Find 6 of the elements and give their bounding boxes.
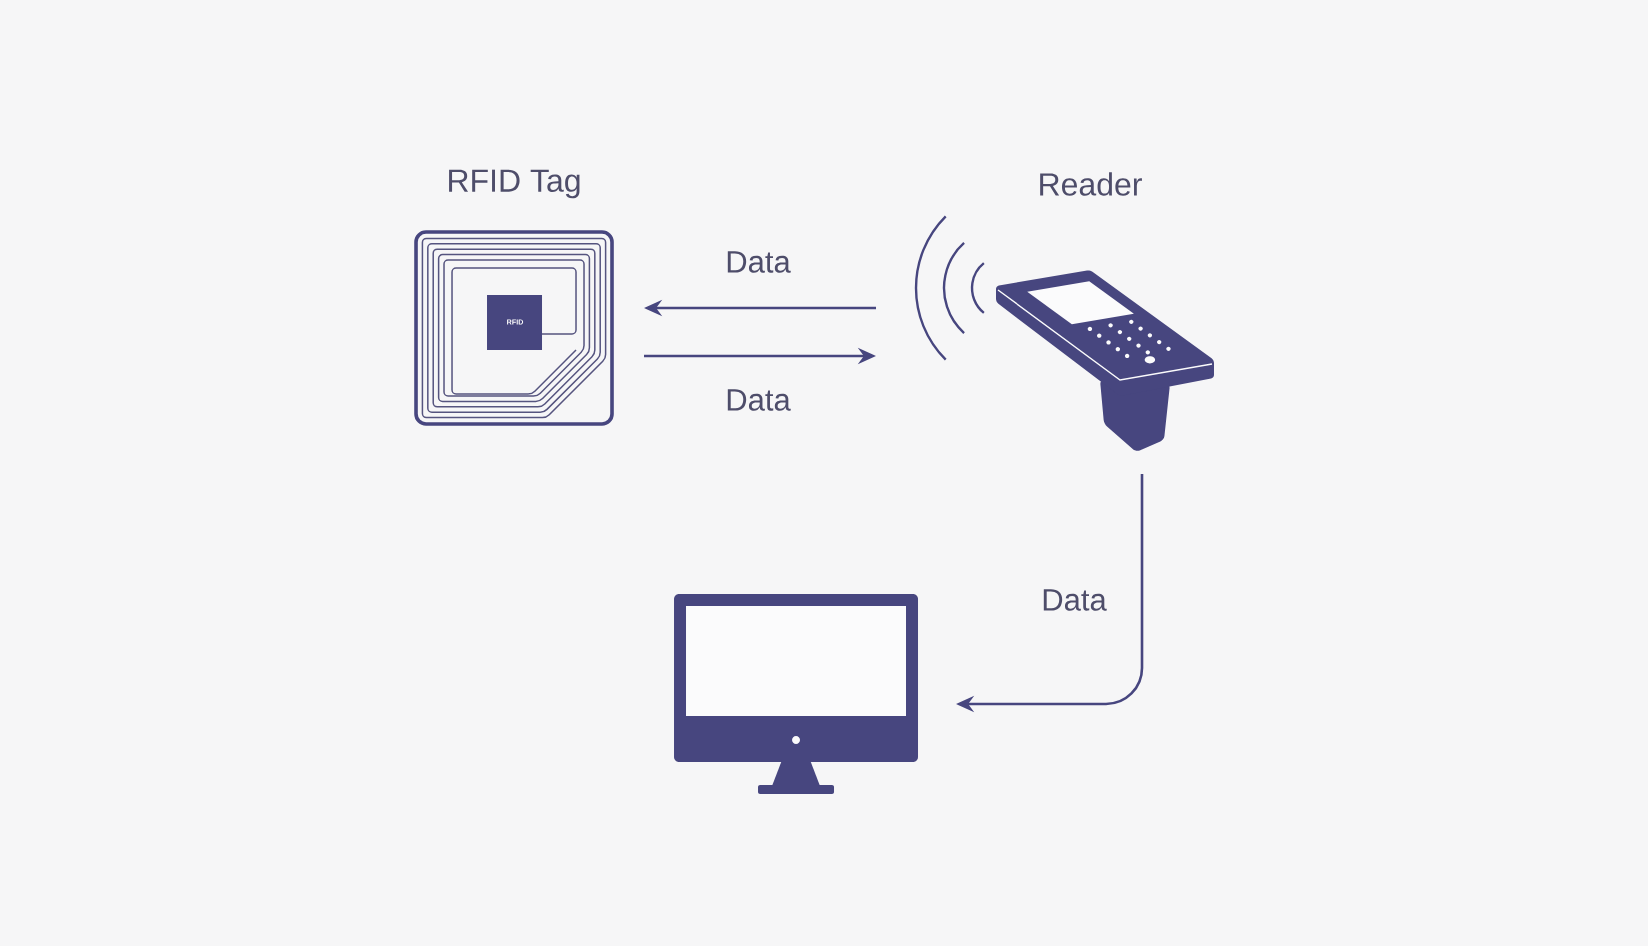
monitor-picture [674, 594, 918, 794]
edge-label: Data [722, 386, 794, 414]
edge-label: Data [722, 248, 794, 276]
node-title: RFID Tag [449, 169, 580, 199]
node-title: Reader [1040, 172, 1142, 196]
edge-label: Data [1038, 586, 1110, 614]
